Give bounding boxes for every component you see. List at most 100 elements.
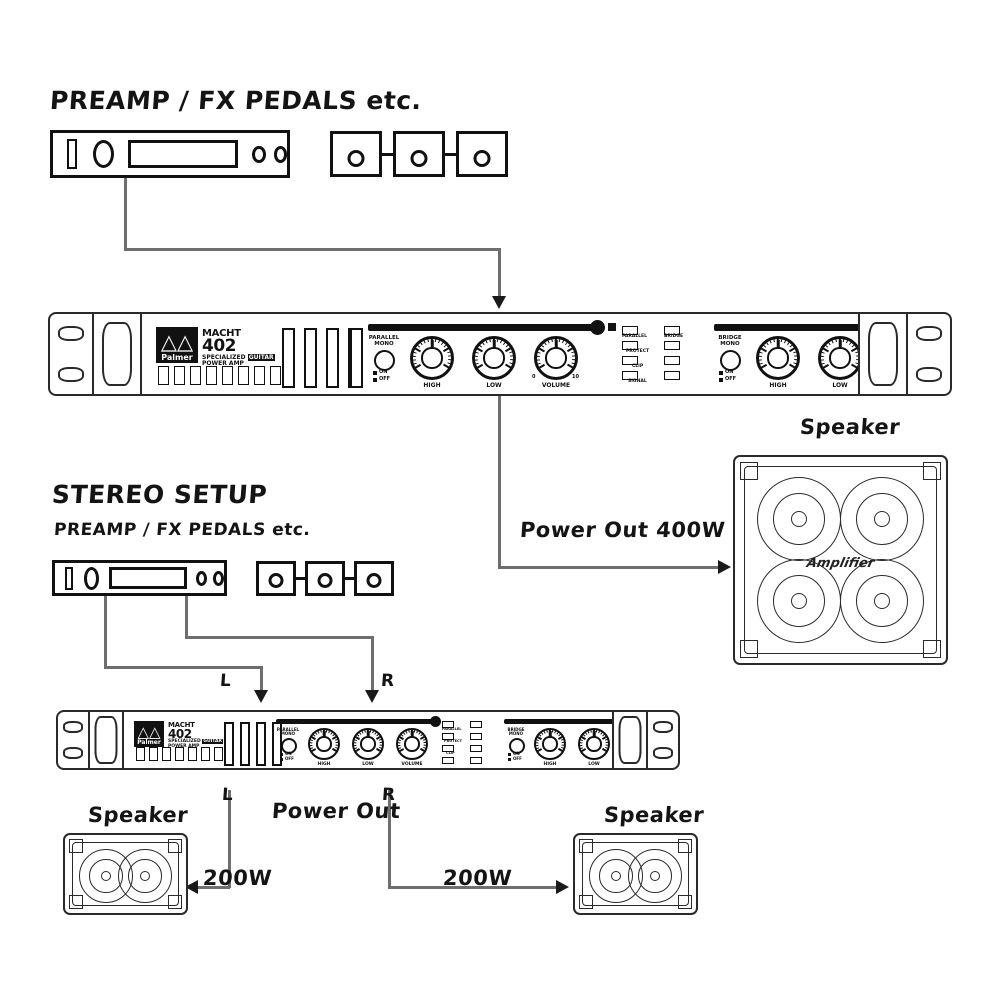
speaker-label-top: Speaker — [799, 415, 901, 439]
knob-label-left-low: LOW — [362, 762, 374, 767]
mode-opt-on-right: ON — [725, 369, 734, 375]
speaker-cabinet-2x12-left — [63, 833, 188, 915]
knob-right-high[interactable] — [756, 336, 800, 380]
amp-front-panel-mono: △△ Palmer MACHT 402 SPECIALIZED GUITAR P… — [142, 314, 858, 394]
amp-tagline-b: GUITAR — [202, 739, 223, 744]
speaker-driver — [757, 477, 841, 561]
knob-right-high[interactable] — [534, 728, 566, 760]
speaker-driver — [840, 477, 924, 561]
knob-right-low[interactable] — [578, 728, 610, 760]
power-amp-unit-mono: △△ Palmer MACHT 402 SPECIALIZED GUITAR P… — [48, 312, 952, 396]
led-indicator-panel: PARALLEL BRIDGE PROTECT CLIP SIGNAL — [622, 326, 706, 388]
wire-stereo-r-drop — [371, 636, 374, 694]
mode-knob-right-icon — [509, 738, 525, 754]
rack-hole — [653, 747, 673, 759]
pedal-1 — [256, 561, 296, 596]
amp-brand-logo: △△ Palmer MACHT 402 SPECIALIZED GUITAR P… — [156, 327, 275, 367]
wire-out-mono-down — [498, 396, 501, 568]
handle-grip — [618, 716, 642, 764]
led-row-bridge — [664, 326, 680, 335]
knob-label-left-high: HIGH — [423, 382, 441, 389]
brand-name: Palmer — [137, 739, 161, 746]
amp-model-number: 402 — [202, 336, 236, 356]
amp-tagline-b: GUITAR — [247, 354, 275, 361]
rack-hole — [916, 326, 942, 341]
mode-knob-left-icon — [281, 738, 297, 754]
led-caption-bridge: BRIDGE — [664, 334, 684, 339]
pedal-link-1 — [382, 152, 393, 156]
knob-right-low[interactable] — [818, 336, 858, 380]
led-indicator-panel: PARALLEL PROTECT CLIP — [442, 721, 498, 765]
knob-label-right-low: LOW — [832, 382, 848, 389]
speaker-driver — [118, 849, 172, 903]
pedal-footswitch-icon — [366, 573, 382, 588]
wire-out-r-arrow — [556, 880, 569, 894]
preamp-led-2 — [273, 145, 287, 163]
speaker-driver — [840, 559, 924, 643]
rack-hole — [58, 367, 84, 382]
speaker-cabinet-2x12-right — [573, 833, 698, 915]
channel-label-right-top: R — [380, 671, 396, 691]
preamp-display — [109, 567, 188, 589]
pedal-footswitch-icon — [347, 150, 365, 167]
palmer-bird-mark-icon: △△ Palmer — [156, 327, 198, 363]
mode-knob-right-icon — [720, 350, 741, 371]
mode-opt-off-left: OFF — [379, 376, 391, 382]
rack-handle-right — [858, 314, 906, 394]
cabinet-corner — [579, 839, 593, 853]
mode-knob-left-icon — [374, 350, 395, 371]
vent-group-left — [224, 722, 282, 766]
knob-left-high[interactable] — [410, 336, 454, 380]
knob-left-low[interactable] — [472, 336, 516, 380]
channel-bar-right — [714, 324, 858, 331]
rack-handle-left — [94, 314, 142, 394]
wire-mono-across — [124, 248, 500, 251]
amp-tagline-c: POWER AMP — [202, 360, 244, 367]
cabinet-corner — [740, 462, 758, 480]
pedal-footswitch-icon — [317, 573, 333, 588]
mode-opt-off-left: OFF — [285, 756, 294, 761]
cabinet-logo: Amplifier — [805, 556, 876, 571]
cabinet-corner — [678, 839, 692, 853]
cabinet-corner — [923, 640, 941, 658]
knob-left-low[interactable] — [352, 728, 384, 760]
amp-model-number: 402 — [168, 727, 192, 741]
knob-label-left-low: LOW — [486, 382, 502, 389]
wire-out-mono-arrow — [718, 560, 731, 574]
knob-left-volume[interactable] — [534, 336, 578, 380]
wire-out-l-arrow — [185, 880, 198, 894]
pedal-footswitch-icon — [473, 150, 491, 167]
knob-label-right-high: HIGH — [769, 382, 787, 389]
rack-handle-left — [90, 712, 124, 768]
wire-mono-drop — [498, 248, 501, 298]
handle-grip — [868, 322, 898, 386]
preamp-unit-stereo — [52, 560, 227, 596]
knob-min-left-volume: 0 — [532, 374, 536, 380]
preamp-slot-icon — [65, 566, 73, 590]
knob-left-volume[interactable] — [396, 728, 428, 760]
mono-preamp-heading: PREAMP / FX PEDALS etc. — [48, 86, 423, 115]
pedal-link-2 — [445, 152, 456, 156]
wire-stereo-l-drop — [260, 666, 263, 694]
cabinet-inner-frame — [744, 466, 937, 654]
knob-left-high[interactable] — [308, 728, 340, 760]
cabinet-corner — [579, 895, 593, 909]
cabinet-corner — [678, 895, 692, 909]
speaker-driver — [757, 559, 841, 643]
pedal-2 — [393, 131, 445, 177]
wire-out-r-across — [388, 886, 558, 889]
watt-label-right: 200W — [442, 866, 513, 890]
pedal-link-2 — [345, 577, 354, 580]
cabinet-corner — [168, 839, 182, 853]
channel-label-left-top: L — [219, 671, 233, 691]
preamp-led-1 — [252, 145, 266, 163]
handle-grip — [102, 322, 132, 386]
rack-hole — [63, 721, 83, 733]
led-caption-protect: PROTECT — [444, 739, 462, 743]
